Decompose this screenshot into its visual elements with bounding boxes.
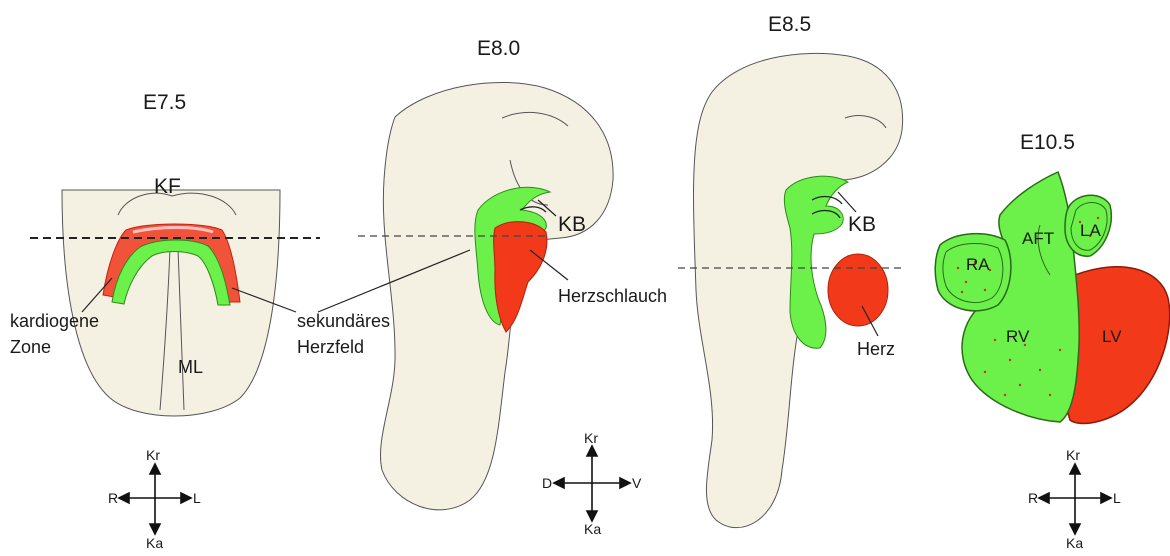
label-kardiogene: kardiogene: [10, 312, 99, 330]
e105-heart: [935, 172, 1169, 424]
axis-e80-dorsal: D: [542, 476, 552, 490]
axis-e105-caudal: Ka: [1066, 536, 1083, 550]
stage-label-e80: E8.0: [477, 38, 520, 59]
label-aft: AFT: [1022, 230, 1054, 247]
label-la: LA: [1080, 222, 1101, 239]
axes-e75: [119, 464, 191, 534]
label-kb-e85: KB: [848, 214, 876, 235]
label-herzfeld: Herzfeld: [297, 338, 364, 356]
label-kf: KF: [154, 176, 181, 197]
axis-e80-ventral: V: [632, 476, 641, 490]
label-sekundaeres: sekundäres: [297, 312, 390, 330]
label-ml: ML: [178, 358, 203, 376]
axis-e80-caudal: Ka: [584, 522, 601, 536]
label-ra: RA: [966, 256, 990, 273]
label-herz: Herz: [857, 340, 895, 358]
axis-e105-cranial: Kr: [1066, 448, 1080, 462]
axis-e75-cranial: Kr: [146, 448, 160, 462]
axis-e75-caudal: Ka: [146, 536, 163, 550]
stage-label-e85: E8.5: [768, 14, 811, 35]
label-lv: LV: [1102, 328, 1122, 345]
axis-e75-right: R: [108, 491, 118, 505]
axis-e80-cranial: Kr: [584, 431, 598, 445]
label-zone: Zone: [10, 338, 51, 356]
axis-e75-left: L: [193, 491, 201, 505]
label-kb-e80: KB: [558, 214, 586, 235]
axes-e80: [554, 446, 630, 521]
axis-e105-left: L: [1113, 491, 1121, 505]
axis-e105-right: R: [1028, 491, 1038, 505]
e85-heart: [784, 176, 888, 348]
axes-e105: [1039, 464, 1111, 534]
label-herzschlauch: Herzschlauch: [558, 287, 667, 305]
stage-label-e105: E10.5: [1020, 132, 1075, 153]
stage-label-e75: E7.5: [143, 92, 186, 113]
label-rv: RV: [1006, 328, 1029, 345]
